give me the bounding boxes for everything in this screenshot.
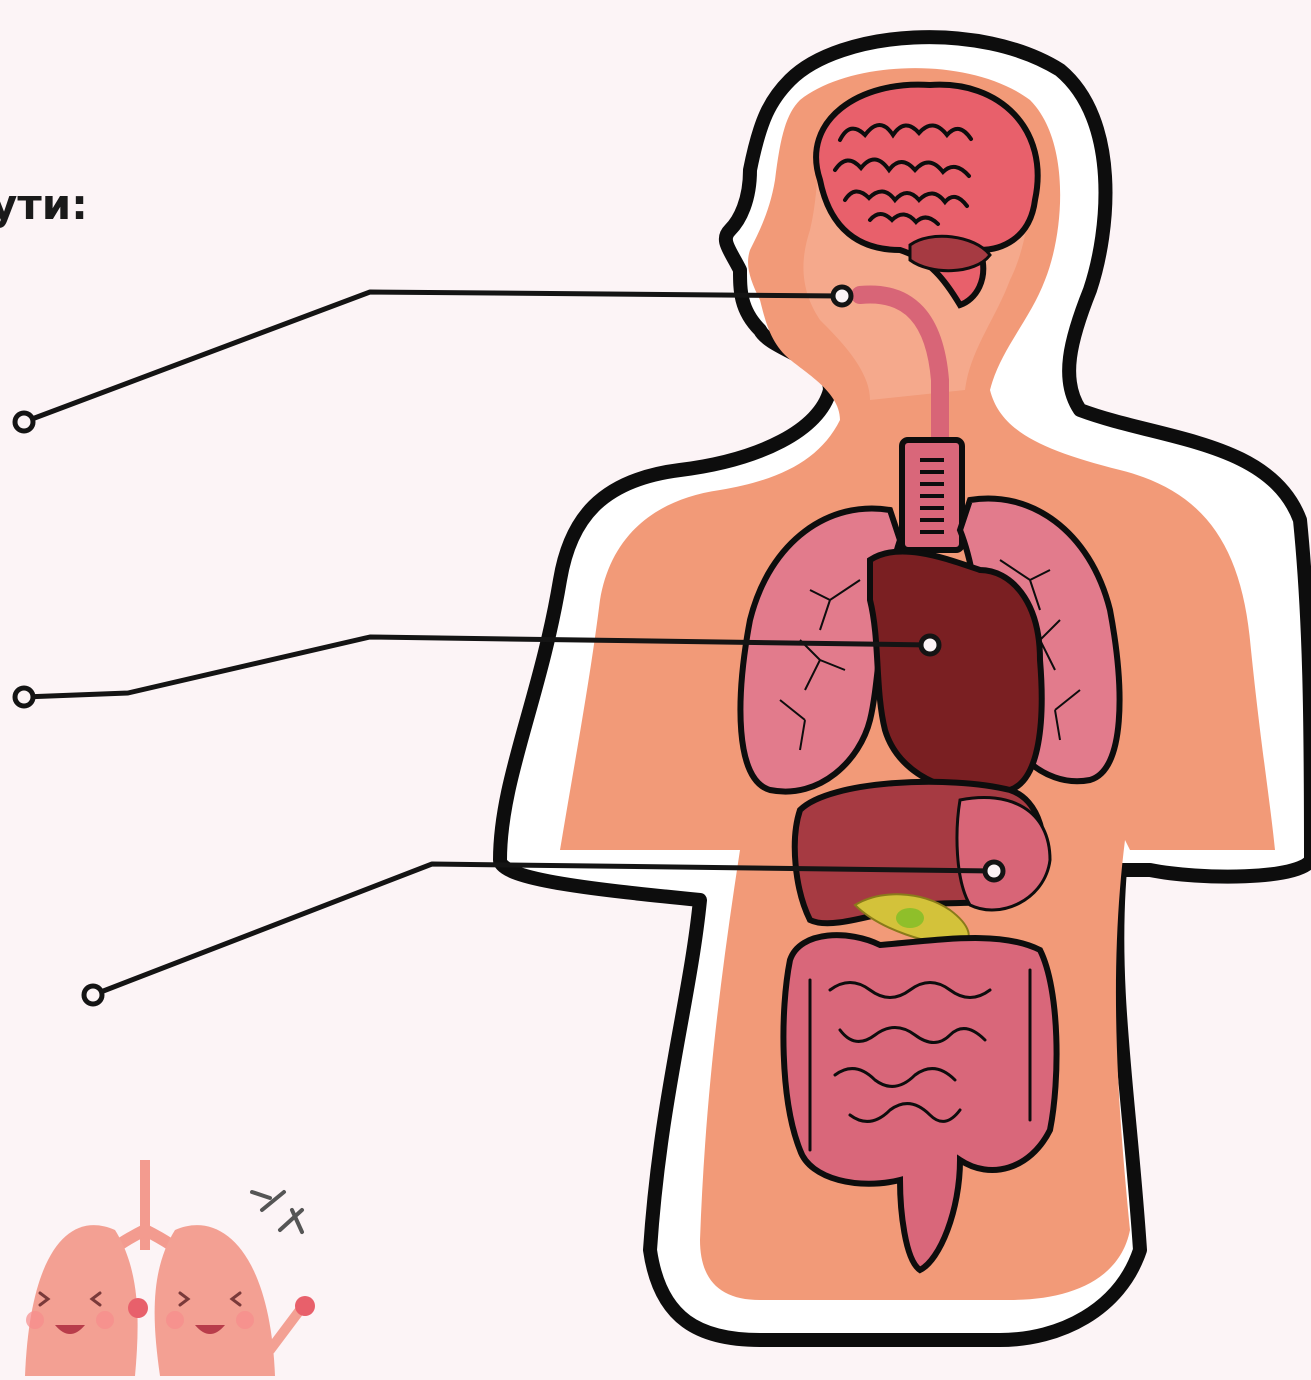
- heart: [870, 551, 1042, 792]
- organ-point-stomach: [985, 862, 1003, 880]
- heading-text: ути:: [0, 180, 88, 229]
- lungs-mascot: [25, 1160, 315, 1376]
- gallbladder-core: [896, 908, 924, 928]
- organ-point-heart: [921, 636, 939, 654]
- label-point-stomach[interactable]: [84, 986, 102, 1004]
- label-point-mouth[interactable]: [15, 413, 33, 431]
- trachea-rings: [920, 460, 944, 532]
- leader-line-mouth: [24, 292, 842, 422]
- organ-point-mouth: [833, 287, 851, 305]
- label-point-heart[interactable]: [15, 688, 33, 706]
